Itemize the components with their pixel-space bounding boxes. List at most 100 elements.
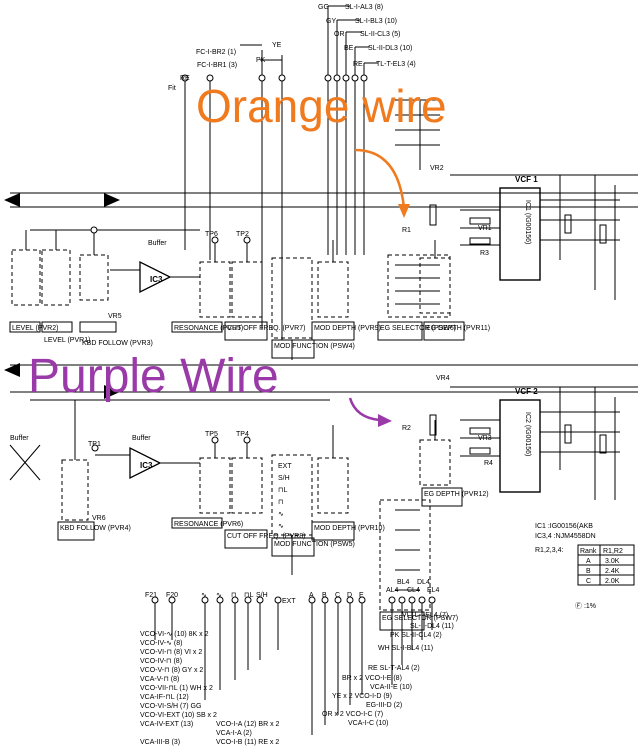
lower-panel-labels: KBD FOLLOW (PVR4) RESONANCE (PVR6) CUT O… xyxy=(57,487,489,631)
pin-el4: EL4 xyxy=(427,587,440,594)
lower-wiring xyxy=(9,400,436,591)
vcf2-label: VCF 2 xyxy=(515,387,538,396)
vcf1-region xyxy=(429,174,638,300)
mod-switch-labels: EXT S/H ⊓L ⊓ ∿ ∿ xyxy=(278,463,292,530)
pin-dl4: DL4 xyxy=(417,579,430,586)
r2-label: R2 xyxy=(402,425,411,432)
ic3-label: IC3 xyxy=(150,275,163,284)
top-wire-label-8: Fit xyxy=(168,85,176,92)
wire-left-12: VCO-I-A (12) BR x 2 xyxy=(216,721,280,728)
top-wire-label-1: SL-I-AL3 (8) xyxy=(345,4,383,11)
legend-note: Ⓕ :1% xyxy=(575,602,596,610)
legend-row-c-val: 2.0K xyxy=(605,578,620,585)
top-wire-code-8: RE xyxy=(180,75,190,82)
wire-right-7: WH SL-I-BL4 (11) xyxy=(378,645,433,652)
legend-row-b-val: 2.4K xyxy=(605,568,620,575)
pin-a: A xyxy=(309,592,314,599)
vr5-label: VR5 xyxy=(108,313,122,320)
legend-row-a-val: 3.0K xyxy=(605,558,620,565)
tp5-label: TP5 xyxy=(205,431,218,438)
pin-sq: ⊓ xyxy=(231,592,236,599)
buffer3-label: Buffer xyxy=(10,435,29,442)
wire-left-10: VCO-VI-EXT (10) SB x 2 xyxy=(140,712,217,719)
wire-left-9: VCO-VI-S/H (7) GG xyxy=(140,703,201,710)
bottom-fan xyxy=(154,600,433,735)
top-wire-label-7: FC-I-BR1 (3) xyxy=(197,62,237,69)
panel-mod-function-1: MOD FUNCTION (PSW4) xyxy=(274,343,355,350)
ic1-label: IC1 (IG00156) xyxy=(524,200,531,244)
wire-right-9: PK SL-II-CL4 (2) xyxy=(390,632,442,639)
upper-wiring xyxy=(25,230,436,360)
panel-kbd-follow-1: KBD FOLLOW (PVR3) xyxy=(82,340,153,347)
vcf2-region xyxy=(429,386,638,500)
legend-header-r1r2: R1,R2 xyxy=(603,548,623,555)
pin-saw2: ∿ xyxy=(216,592,222,599)
wire-left-2: VCO-IV-∿ (8) xyxy=(140,640,182,647)
legend: IC1 :IG00156(AKB IC3,4 :NJM4558DN R1,2,3… xyxy=(535,523,635,610)
wire-left-3: VCO-VI-⊓ (8) VI x 2 xyxy=(140,649,202,656)
upper-testpoints xyxy=(90,226,251,244)
bus-arrows xyxy=(4,193,120,399)
lower-testpoints xyxy=(91,436,251,452)
pin-al4: AL4 xyxy=(386,587,399,594)
buffer2-label: Buffer xyxy=(132,435,151,442)
pin-b: B xyxy=(322,592,327,599)
r4-label: R4 xyxy=(484,460,493,467)
vr1-label: VR1 xyxy=(478,225,492,232)
top-wire-code-3: OR xyxy=(334,31,345,38)
wire-right-6: VCA-I-C (10) xyxy=(348,720,388,727)
wire-right-5: OR x 2 VCO-I-C (7) xyxy=(322,711,383,718)
wire-left-13: VCA-I-A (2) xyxy=(216,730,252,737)
panel-eg-depth-1: EG DEPTH (PVR11) xyxy=(426,325,490,332)
wire-left-4: VCO-IV-⊓ (8) xyxy=(140,658,182,665)
vr2-label: VR2 xyxy=(430,165,444,172)
wire-right-8: RE SL-T-AL4 (2) xyxy=(368,665,420,672)
connector-pin-labels: F21 F20 ∿ ∿ ⊓ ⊓L S/H EXT A B C D E AL4 B… xyxy=(145,579,440,605)
wire-left-8: VCA-IF-⊓L (12) xyxy=(140,694,189,701)
bottom-left-wire-list: VCO-VI-∿ (10) 8K x 2 VCO-IV-∿ (8) VCO-VI… xyxy=(140,631,280,746)
vcf1-label: VCF 1 xyxy=(515,175,538,184)
top-wire-code-1: GG xyxy=(318,4,329,11)
vr3-label: VR3 xyxy=(478,435,492,442)
panel-mod-function-2: MOD FUNCTION (PSW5) xyxy=(274,541,355,548)
pin-ext: EXT xyxy=(282,598,296,605)
pin-sh: S/H xyxy=(256,592,268,599)
r1-label: R1 xyxy=(402,227,411,234)
ic3b-label: IC3 xyxy=(140,461,153,470)
legend-row-c-rank: C xyxy=(586,578,591,585)
top-wire-code-4: BE xyxy=(344,45,354,52)
top-wire-code-2: GY xyxy=(326,18,336,25)
legend-ic-line-1: IC1 :IG00156(AKB xyxy=(535,523,593,530)
panel-eg-selector-1: EG SELECTOR (PSW6) xyxy=(380,325,456,332)
r3-label: R3 xyxy=(480,250,489,257)
tp6-label: TP6 xyxy=(205,231,218,238)
wire-left-5: VCO-V-⊓ (8) GY x 2 xyxy=(140,667,203,674)
switch-label-saw: ∿ xyxy=(278,511,284,518)
bottom-right-wire-list: BR x 2 VCO-I-E (8) VCA-II-E (10) YE x 2 … xyxy=(322,612,454,727)
tp2-label: TP2 xyxy=(236,231,249,238)
pin-d: D xyxy=(347,592,352,599)
orange-wire-arrow-line xyxy=(354,148,406,209)
wire-left-1: VCO-VI-∿ (10) 8K x 2 xyxy=(140,631,209,638)
panel-resonance-1: RESONANCE (PVR5) xyxy=(174,325,243,332)
pin-pulse: ⊓L xyxy=(244,592,253,599)
purple-annotation: Purple Wire xyxy=(28,350,392,427)
wire-right-11: VI TL-I-EL4 (7) xyxy=(402,612,448,619)
panel-mod-depth-1: MOD DEPTH (PVR9) xyxy=(314,325,381,332)
wire-right-10: SL-II-DL4 (11) xyxy=(410,623,454,630)
switch-label-ext: EXT xyxy=(278,463,292,470)
wire-right-4: EG-III-D (2) xyxy=(366,702,402,709)
purple-wire-label: Purple Wire xyxy=(28,350,279,403)
switch-label-tri: ∿ xyxy=(278,523,284,530)
legend-row-a-rank: A xyxy=(586,558,591,565)
wire-left-14: VCO-I-B (11) RE x 2 xyxy=(216,739,279,746)
pin-f21: F21 xyxy=(145,592,157,599)
panel-resonance-2: RESONANCE (PVR6) xyxy=(174,521,243,528)
panel-level-1: LEVEL (PVR1) xyxy=(44,337,90,344)
pin-c: C xyxy=(335,592,340,599)
pin-saw1: ∿ xyxy=(201,592,207,599)
top-wire-code-5: RE xyxy=(353,61,363,68)
top-wire-terminals xyxy=(181,74,368,82)
orange-wire-arrowhead xyxy=(398,204,410,218)
switch-label-pulse: ⊓L xyxy=(278,487,287,494)
